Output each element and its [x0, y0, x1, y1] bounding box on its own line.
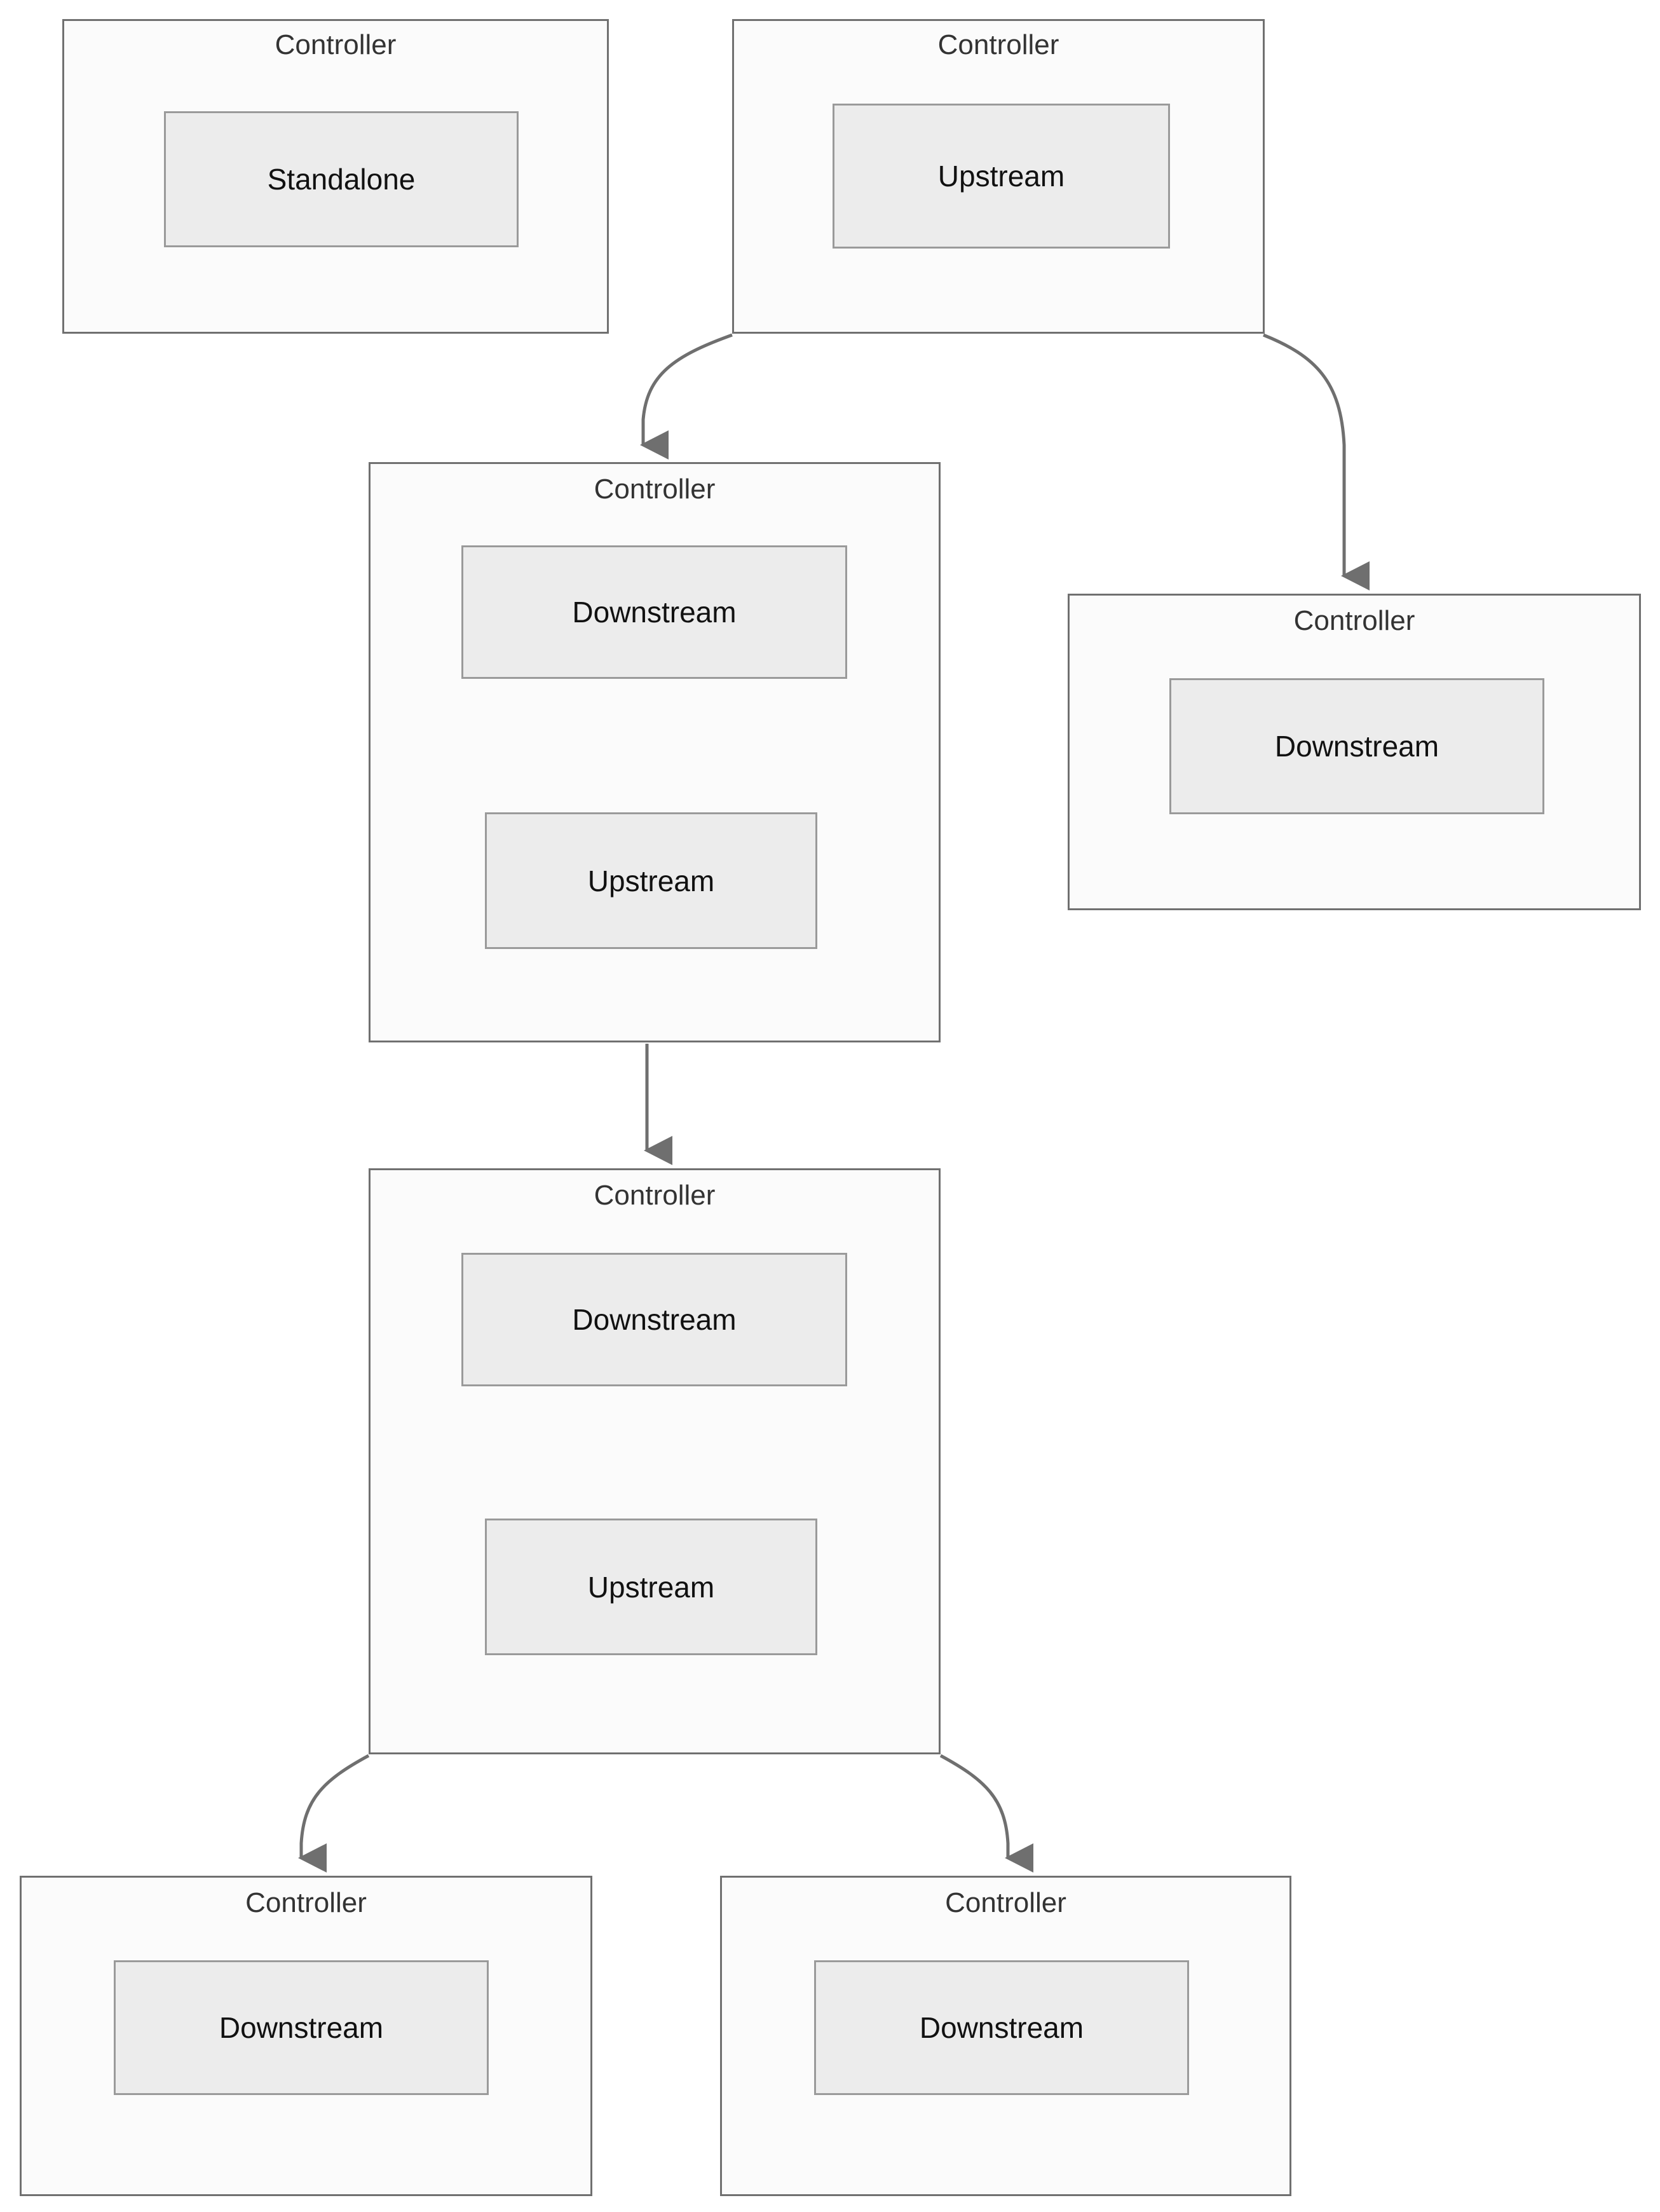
service-label: Upstream	[587, 864, 715, 898]
service-label: Downstream	[219, 2011, 384, 2044]
service-box[interactable]: Downstream	[461, 1253, 847, 1386]
controller-title: Controller	[594, 1180, 716, 1211]
service-label: Downstream	[572, 1303, 737, 1336]
controller-title: Controller	[1293, 605, 1415, 636]
service-box[interactable]: Downstream	[1169, 678, 1544, 814]
service-box[interactable]: Downstream	[461, 545, 847, 679]
service-box[interactable]: Upstream	[485, 1519, 817, 1655]
service-box[interactable]: Upstream	[485, 812, 817, 949]
service-box[interactable]: Standalone	[164, 111, 519, 247]
controller-title: Controller	[937, 29, 1059, 60]
controller-title: Controller	[275, 29, 397, 60]
service-label: Downstream	[1274, 730, 1439, 763]
controller-title: Controller	[594, 474, 716, 505]
connector-arrow	[639, 333, 733, 460]
service-label: Upstream	[937, 160, 1065, 193]
service-label: Downstream	[919, 2011, 1084, 2044]
service-box[interactable]: Upstream	[833, 104, 1170, 249]
connector-arrow	[297, 1754, 370, 1873]
service-label: Standalone	[267, 163, 416, 196]
service-label: Upstream	[587, 1570, 715, 1604]
service-box[interactable]: Downstream	[114, 1960, 489, 2095]
connector-arrow	[939, 1754, 1033, 1873]
controller-title: Controller	[945, 1887, 1066, 1918]
connector-arrow	[1263, 333, 1370, 591]
controller-title: Controller	[245, 1887, 367, 1918]
service-box[interactable]: Downstream	[814, 1960, 1189, 2095]
service-label: Downstream	[572, 596, 737, 629]
